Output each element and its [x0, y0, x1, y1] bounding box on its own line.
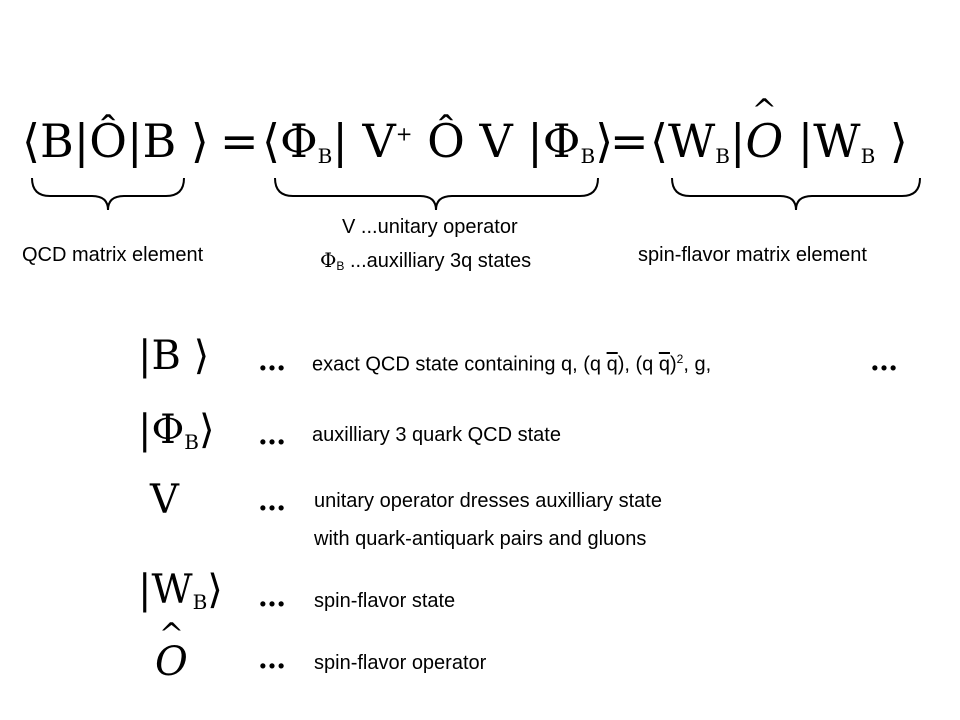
def-symbol-phi-state: |ΦB⟩ [138, 407, 215, 454]
def-symbol-w-state: |WB⟩ [138, 567, 223, 614]
underbrace-right [671, 177, 921, 211]
def-text-phi-state: auxilliary 3 quark QCD state [312, 424, 561, 446]
equals-sign-1: = [220, 114, 259, 168]
def-text-w-state: spin-flavor state [314, 590, 456, 612]
equation-term-qcd: ⟨B|Ô|B ⟩ [22, 114, 209, 168]
def-dots: … [258, 344, 286, 377]
def-dots: … [258, 580, 286, 613]
underbrace-middle [274, 177, 599, 211]
def-dots: … [258, 418, 286, 451]
equation-term-spin-flavor: ⟨WB|O |WB ⟩ [650, 118, 908, 166]
equation-term-auxiliary: ⟨ΦB| V+ Ô V |ΦB⟩ [262, 114, 614, 168]
label-qcd-matrix-element: QCD matrix element [22, 244, 204, 266]
def-symbol-b-state: |B ⟩ [138, 333, 210, 379]
underbrace-left [31, 177, 185, 211]
label-auxiliary-states: ΦB ...auxilliary 3q states [320, 248, 532, 273]
def-dots-trailing: … [870, 344, 898, 377]
label-unitary-operator: V ...unitary operator [342, 216, 518, 238]
underbraces [31, 177, 921, 211]
equals-sign-2: = [610, 114, 649, 168]
def-dots: … [258, 642, 286, 675]
label-spin-flavor-matrix-element: spin-flavor matrix element [638, 244, 867, 266]
def-text-b-state: exact QCD state containing q, (q q), (q … [312, 352, 712, 376]
def-symbol-o-hat: O [155, 642, 188, 682]
def-text-o-operator: spin-flavor operator [314, 652, 487, 674]
def-text-v-line1: unitary operator dresses auxilliary stat… [314, 490, 662, 512]
def-symbol-v: V [150, 477, 179, 523]
def-text-v-line2: with quark-antiquark pairs and gluons [314, 528, 647, 550]
def-dots: … [258, 484, 286, 517]
